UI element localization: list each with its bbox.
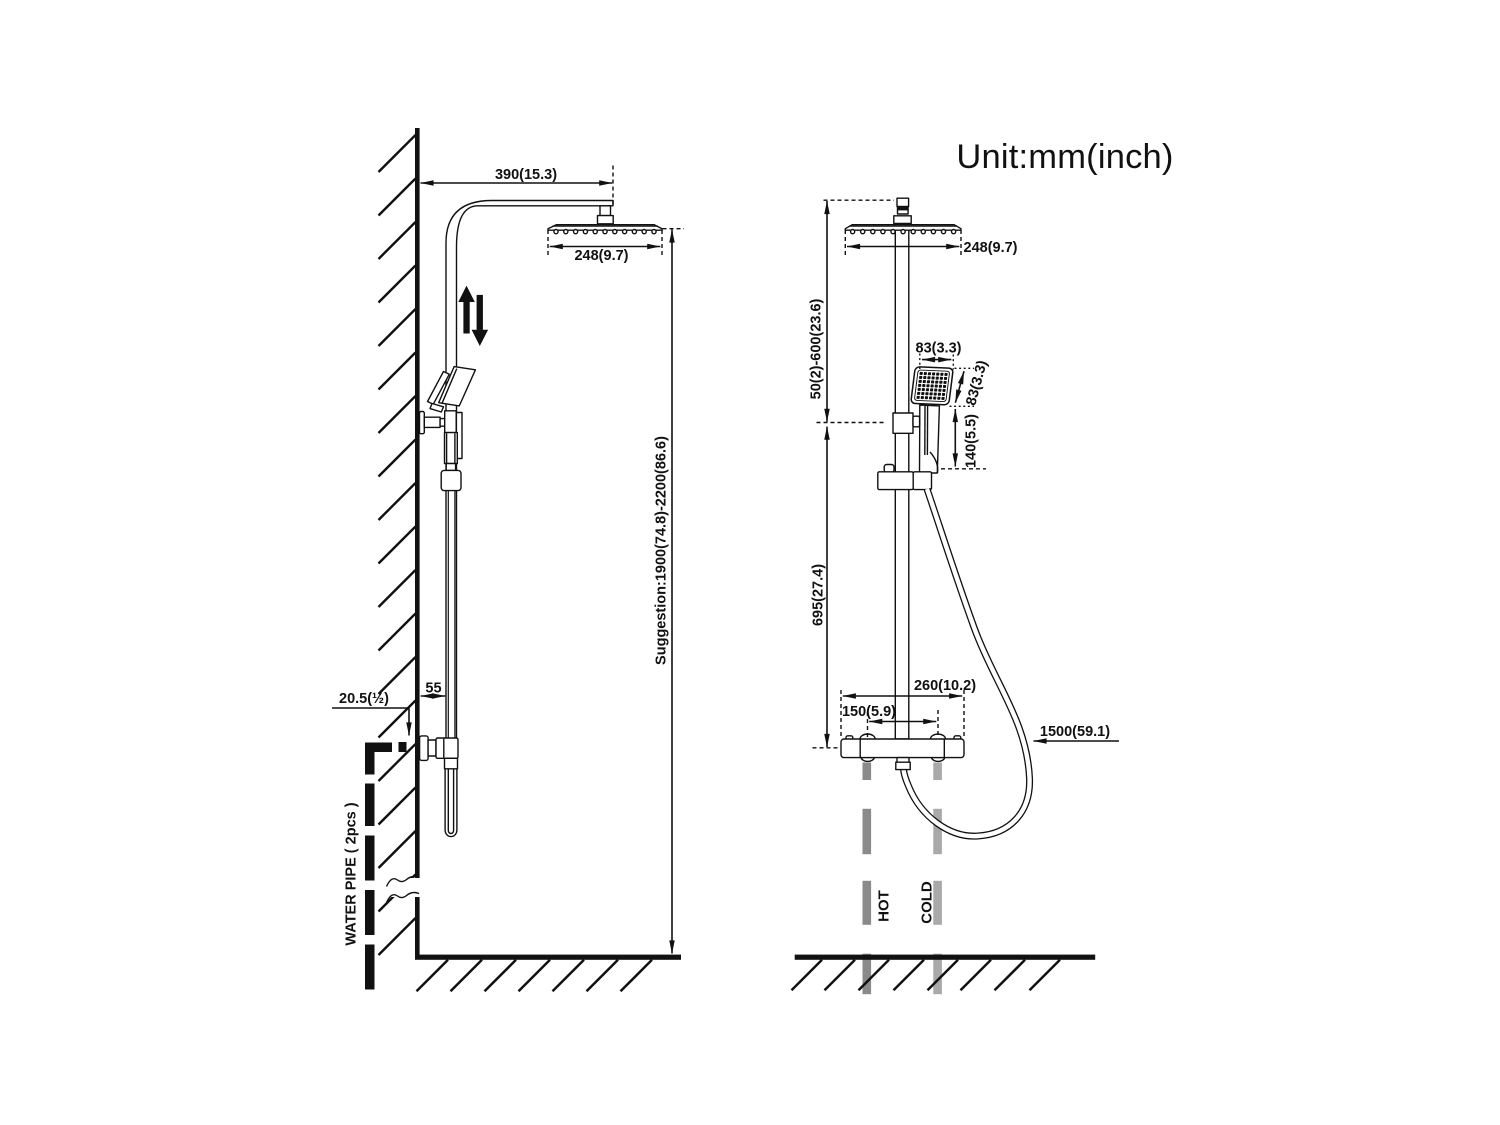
dim-head-width-front-label: 248(9.7): [964, 240, 1018, 256]
head-connector-front: [893, 197, 912, 225]
floor-line-right: [794, 954, 1096, 960]
cold-label: COLD: [919, 881, 936, 924]
supply-pipe-hot: [862, 762, 872, 995]
dim-head-width-side-label: 248(9.7): [574, 248, 628, 264]
hand-shower-handle-front: [918, 404, 941, 474]
hand-shower-front: [910, 366, 954, 474]
pipe-stub-section: [398, 742, 407, 752]
dim-inlet-spacing-label: 150(5.9): [842, 704, 896, 720]
valve-side: [418, 735, 459, 770]
dim-hose-length: 1500(59.1): [1033, 724, 1119, 744]
dim-pipe-gap: 55: [420, 681, 446, 699]
hose-nut-hex: [895, 761, 911, 771]
dim-connection-label: 20.5(½): [339, 691, 389, 707]
hand-shower-nozzle-grid: [916, 371, 948, 400]
floor-line-left: [415, 954, 681, 960]
dim-hand-head-width: 83(3.3): [916, 341, 962, 370]
shower-head-front: [844, 223, 962, 235]
water-pipe-label: WATER PIPE ( 2pcs ): [344, 802, 360, 945]
lower-bracket-front: [877, 463, 933, 491]
side-view: 390(15.3) 248(9.7) Suggestion:1900(74.8)…: [332, 128, 684, 993]
dim-upper-adjust: 50(2)-600(23.6): [809, 199, 894, 422]
dim-wall-offset: 390(15.3): [420, 165, 614, 205]
head-nozzles-side: [553, 228, 657, 235]
shower-hose-front: [900, 487, 1034, 840]
dim-inlet-spacing: 150(5.9): [842, 704, 939, 738]
dim-hand-head-height-label: 83(3.3): [963, 359, 990, 408]
hand-shower-head-front: [910, 366, 954, 406]
hose-drop-side: [447, 490, 456, 739]
floor-section-left: [415, 954, 681, 993]
wall-break-squiggle-bottom: [385, 891, 420, 903]
slider-bracket-front: [892, 412, 921, 434]
dim-hose-length-label: 1500(59.1): [1040, 724, 1110, 740]
dim-hand-head-width-label: 83(3.3): [916, 341, 962, 357]
floor-section-right: HOT COLD: [790, 762, 1096, 995]
dim-valve-width-label: 260(10.2): [914, 678, 976, 694]
dim-lower-height-label: 695(27.4): [811, 564, 827, 626]
dim-upper-adjust-label: 50(2)-600(23.6): [809, 298, 825, 399]
front-view: HOT COLD: [790, 197, 1119, 995]
wall-break-squiggle-top: [385, 875, 420, 887]
slider-clamp-side: [440, 410, 463, 492]
dim-lower-height: 695(27.4): [811, 426, 839, 749]
wall-section: [377, 128, 420, 956]
dim-pipe-gap-label: 55: [425, 681, 441, 697]
hot-label: HOT: [876, 890, 893, 922]
head-nozzles-front: [849, 228, 957, 235]
height-adjust-arrows-icon: [458, 285, 489, 346]
valve-front: [840, 733, 965, 771]
wall-bracket-side: [418, 410, 446, 435]
dim-valve-width: 260(10.2): [840, 678, 976, 738]
dim-head-width-front: 248(9.7): [844, 230, 1018, 256]
dim-head-width-side: 248(9.7): [547, 230, 663, 264]
dim-hand-head-height: 83(3.3): [949, 359, 991, 408]
dim-height-suggestion: Suggestion:1900(74.8)-2200(86.6): [654, 227, 684, 954]
riser-pipe-and-arm: [445, 199, 614, 740]
shower-head-side: [547, 223, 663, 235]
dim-wall-offset-label: 390(15.3): [495, 167, 557, 183]
wall-hatching: [377, 134, 417, 956]
dim-hand-length: 140(5.5): [941, 408, 986, 470]
floor-hatching-left: [415, 958, 653, 993]
dim-connection: 20.5(½): [332, 691, 412, 736]
unit-title: Unit:mm(inch): [956, 138, 1173, 176]
water-pipe-dashed: [365, 742, 407, 990]
hose-loop-side: [444, 768, 458, 838]
hand-shower-side: [426, 365, 477, 413]
supply-pipe-cold: [933, 762, 942, 995]
wall-line: [415, 128, 420, 956]
head-connector-side: [596, 205, 614, 225]
floor-hatching-right: [790, 958, 1061, 992]
dim-hand-length-label: 140(5.5): [964, 414, 980, 468]
dim-height-suggestion-label: Suggestion:1900(74.8)-2200(86.6): [654, 436, 670, 665]
